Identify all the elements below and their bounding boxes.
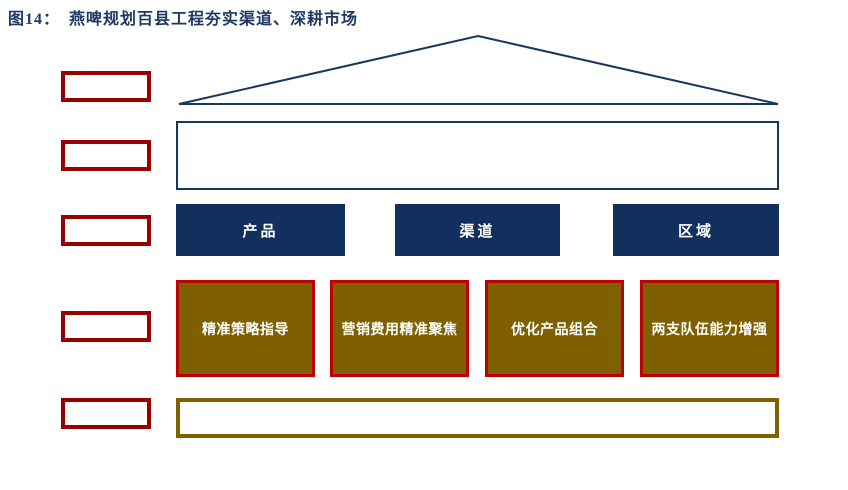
strategy-box: 两支队伍能力增强 [640,280,779,377]
side-label-box [61,215,151,246]
side-label-box [61,140,151,171]
bottom-band-box [176,398,779,438]
pillar-label: 区域 [677,222,714,240]
pillar-label: 渠道 [459,222,496,240]
pillar-box-region: 区域 [613,204,779,256]
pillar-box-product: 产品 [176,204,345,256]
strategy-box: 优化产品组合 [485,280,624,377]
strategy-box: 营销费用精准聚焦 [330,280,469,377]
figure-number-label: 图14： [8,11,61,28]
roof-triangle-shape [178,34,779,105]
figure-title-text: 燕啤规划百县工程夯实渠道、深耕市场 [69,11,359,28]
strategy-box: 精准策略指导 [176,280,315,377]
pillar-label: 产品 [242,222,279,240]
strategy-label: 两支队伍能力增强 [651,320,768,337]
strategy-label: 营销费用精准聚焦 [341,320,458,337]
pillar-box-channel: 渠道 [395,204,560,256]
figure-title: 图14： 燕啤规划百县工程夯实渠道、深耕市场 [8,5,358,29]
strategy-label: 优化产品组合 [511,320,598,337]
header-band-box [176,121,779,190]
side-label-box [61,398,151,429]
side-label-box [61,311,151,342]
strategy-label: 精准策略指导 [202,320,289,337]
side-label-box [61,71,151,102]
